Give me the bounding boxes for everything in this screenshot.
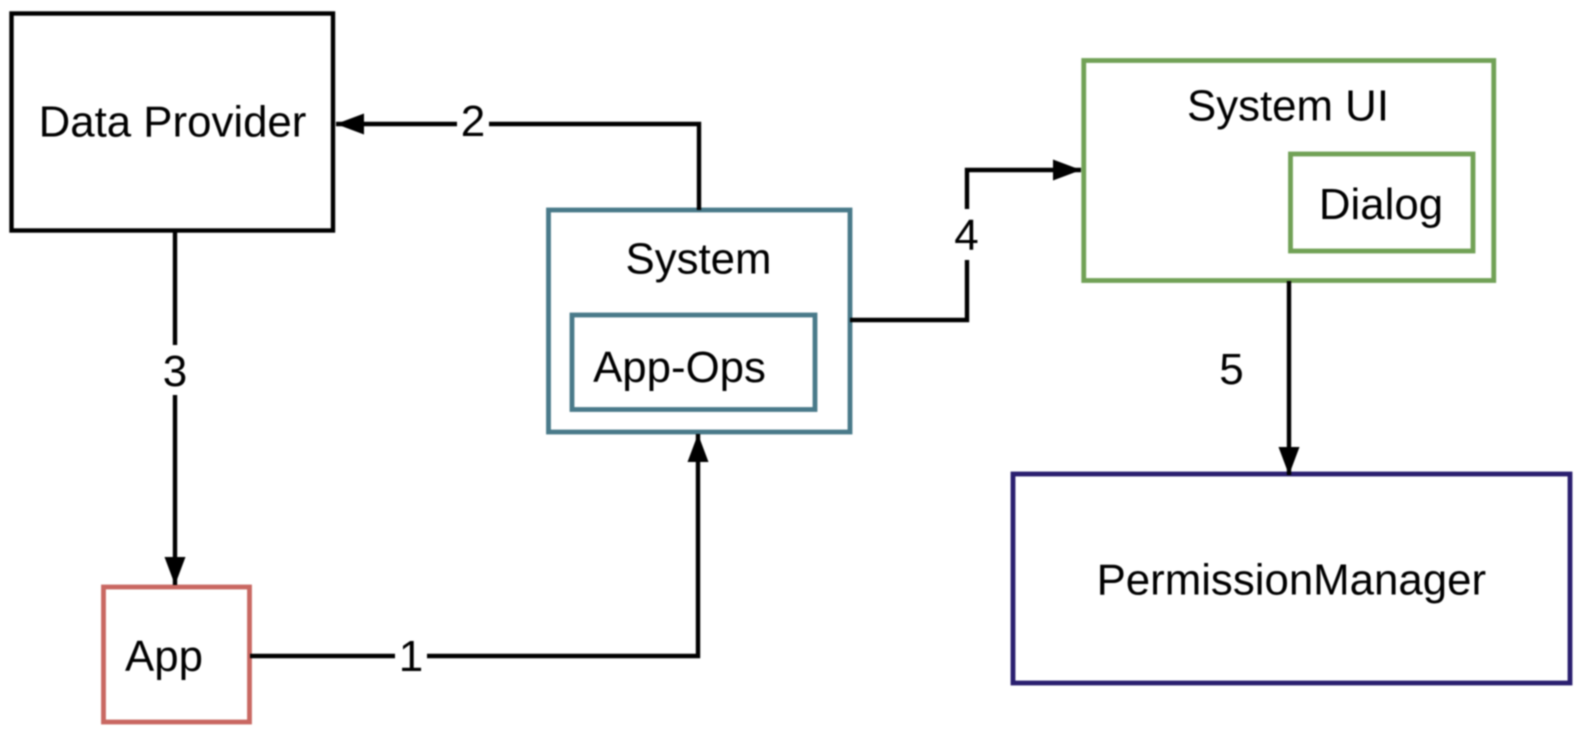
svg-text:App-Ops: App-Ops [593,343,766,392]
svg-text:3: 3 [163,347,187,396]
svg-text:4: 4 [954,211,978,260]
svg-text:Dialog: Dialog [1319,180,1443,229]
svg-text:1: 1 [399,632,423,681]
svg-text:System: System [625,235,771,284]
svg-text:Data Provider: Data Provider [39,98,307,147]
svg-text:PermissionManager: PermissionManager [1097,556,1486,605]
svg-text:5: 5 [1219,345,1243,394]
svg-text:2: 2 [461,97,485,146]
svg-text:App: App [125,632,203,681]
svg-text:System UI: System UI [1187,82,1389,131]
